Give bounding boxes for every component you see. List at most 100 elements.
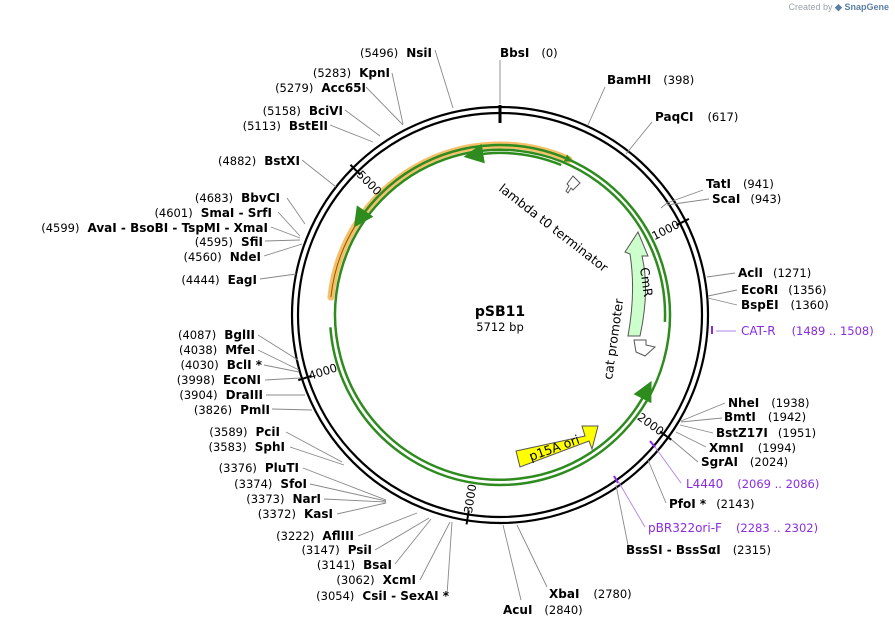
leader-paqci <box>625 121 653 155</box>
enzyme-label: PfoI *(2143) <box>669 497 754 511</box>
primer-mark-pbr322 <box>613 475 619 484</box>
plasmid-length: 5712 bp <box>476 320 524 334</box>
leader-afliii <box>357 512 418 537</box>
feature-label-p15a: p15A ori <box>527 432 582 464</box>
snapgene-credit: Created by ◆ SnapGene <box>789 2 890 13</box>
leader-pbr322 <box>617 480 646 528</box>
tick-mark <box>676 217 690 227</box>
enzyme-label: BstZ17I(1951) <box>716 426 816 440</box>
enzyme-label: (3589)PciI <box>209 425 280 439</box>
leader-csii <box>446 521 453 596</box>
leader-pfoi <box>647 459 667 504</box>
enzyme-label: BmtI(1942) <box>724 410 806 424</box>
enzyme-label: (5496)NsiI <box>360 46 432 60</box>
enzyme-label: PaqCI(617) <box>655 110 738 124</box>
leader-tati <box>660 189 704 209</box>
leader-pmli <box>271 408 313 411</box>
enzyme-label: (3222)AflIII <box>276 529 354 543</box>
enzyme-label: (4560)NdeI <box>184 250 262 264</box>
leader-xmni <box>675 431 707 448</box>
leader-bglii <box>257 334 299 361</box>
enzyme-label: (5283)KpnI <box>313 66 390 80</box>
enzyme-label: (4030)BclI * <box>180 358 262 372</box>
leader-sgrai <box>671 439 699 463</box>
leader-nsii <box>434 49 454 109</box>
enzyme-label: (3373)NarI <box>246 492 321 506</box>
tick-label: 1000 <box>649 217 681 243</box>
leader-smai <box>277 211 301 237</box>
enzyme-label: (3374)SfoI <box>234 477 307 491</box>
primer-labels: CAT-R(1489 .. 1508) L4440(2069 .. 2086) … <box>648 324 874 535</box>
leader-sfii <box>264 239 301 242</box>
leader-bstz17i <box>679 424 714 434</box>
leader-nari <box>323 498 387 503</box>
enzyme-label: NheI(1938) <box>728 396 809 410</box>
enzyme-label: ScaI(943) <box>712 192 781 206</box>
tick-mark <box>659 430 672 441</box>
leader-bstxi <box>301 159 337 188</box>
leader-mfei <box>257 349 300 371</box>
leader-econi <box>264 377 301 381</box>
leader-ecori <box>707 289 738 297</box>
enzyme-label: BamHI(398) <box>607 73 694 87</box>
leader-sphi <box>289 446 345 466</box>
enzyme-label: (3062)XcmI <box>336 573 416 587</box>
leader-ndei <box>263 243 303 257</box>
leader-eagi <box>259 273 297 280</box>
credit-created-by: Created by <box>788 2 833 12</box>
feature-arc-green-right <box>333 148 667 481</box>
enzyme-label: BspEI(1360) <box>741 298 829 312</box>
p15a-ori-arrow <box>515 425 599 468</box>
enzyme-label: EcoRI(1356) <box>741 283 827 297</box>
tick-mark <box>297 374 312 382</box>
leader-kasi <box>336 502 387 515</box>
leader-bmti <box>680 417 723 423</box>
enzyme-label: SgrAI(2024) <box>701 455 788 469</box>
leader-bspei <box>707 297 738 306</box>
primer-label: CAT-R(1489 .. 1508) <box>741 324 874 338</box>
enzyme-label: (4444)EagI <box>181 273 257 287</box>
enzyme-label: (3583)SphI <box>209 440 286 454</box>
feature-label-cmr: CmR <box>637 266 656 298</box>
leader-bamhi <box>587 86 606 126</box>
enzyme-label: BbsI(0) <box>500 46 558 60</box>
enzyme-label: (4601)SmaI - SrfI <box>154 206 272 220</box>
leader-lines <box>257 49 738 601</box>
enzyme-label: (5279)Acc65I <box>275 81 366 95</box>
leader-bcli <box>263 364 300 373</box>
leader-kpni <box>391 72 404 125</box>
leader-xcmi <box>419 521 451 581</box>
primer-mark-l4440 <box>649 440 656 448</box>
enzyme-label: (5113)BstEII <box>243 119 328 133</box>
enzyme-label: AclI(1271) <box>738 266 811 280</box>
leader-sfoi <box>309 483 387 502</box>
leader-bbvci <box>286 197 306 225</box>
terminator-icon <box>565 175 581 194</box>
snapgene-logo-icon: ◆ <box>835 2 842 12</box>
tick-mark <box>349 164 362 176</box>
tick-mark <box>465 510 470 525</box>
credit-brand: SnapGene <box>844 2 889 12</box>
feature-label-lambda: lambda t0 terminator <box>496 181 612 276</box>
enzyme-labels-left: (5496)NsiI (5283)KpnI (5279)Acc65I (5158… <box>41 46 449 603</box>
enzyme-label: (3141)BsaI <box>317 558 392 572</box>
enzyme-label: (4599)AvaI - BsoBI - TspMI - XmaI <box>41 221 268 235</box>
feature-arc-green-left <box>329 143 672 487</box>
enzyme-label: (3904)DraIII <box>179 388 263 402</box>
enzyme-label: AcuI(2840) <box>503 603 583 617</box>
leader-nhei <box>680 402 726 422</box>
enzyme-label: (3054)CsiI - SexAI * <box>316 589 450 603</box>
enzyme-label: (3826)PmlI <box>194 403 270 417</box>
leader-bsai <box>394 518 432 565</box>
leader-pluti <box>302 467 387 501</box>
primer-label: L4440(2069 .. 2086) <box>686 477 819 491</box>
enzyme-label: (3998)EcoNI <box>177 373 261 387</box>
leader-avai <box>270 226 301 239</box>
enzyme-label: (4882)BstXI <box>218 154 300 168</box>
enzyme-label: (3372)KasI <box>258 507 333 521</box>
enzyme-labels-right: BbsI(0) BamHI(398) PaqCI(617) TatI(941) … <box>500 46 829 617</box>
leader-psii <box>374 517 430 551</box>
feature-arc-green-top <box>463 143 562 167</box>
enzyme-label: (3376)PluTI <box>219 461 299 475</box>
